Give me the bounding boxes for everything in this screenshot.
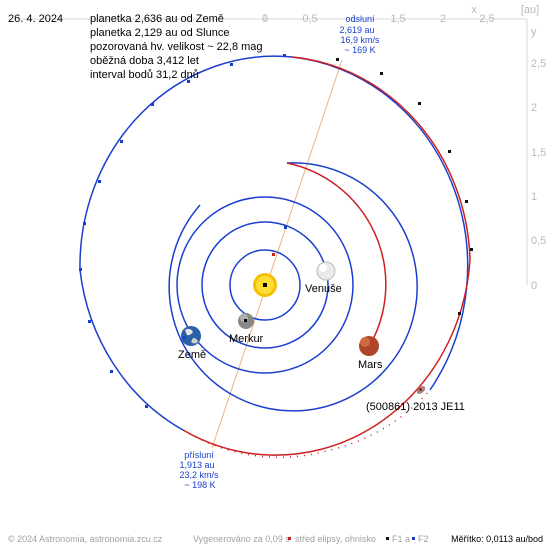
asteroid-orbit-points (79, 54, 286, 408)
footer: © 2024 Astronomia, astronomia.zcu.cz Vyg… (8, 534, 543, 544)
sun-icon (253, 273, 277, 297)
y-tick-0-5: 0,5 (531, 235, 546, 247)
perihelion-speed: 23,2 km/s (179, 470, 219, 480)
ellipse-center-marker (272, 253, 275, 256)
x-tick-2-5: 2,5 (479, 13, 494, 25)
perihelion-temperature: ~ 198 K (184, 480, 215, 490)
asteroid-orbit-dotted (182, 389, 431, 459)
x-tick-0: 0 (262, 13, 268, 25)
axes: 0 0,5 1 1,5 2 2,5 x [au] 2,5 2 1,5 1 0,5… (20, 4, 546, 292)
mercury-icon (238, 313, 254, 329)
info-line-period: oběžná doba 3,412 let (90, 55, 199, 67)
y-tick-2: 2 (531, 102, 537, 114)
info-line-earth-distance: planetka 2,636 au od Země (90, 13, 224, 25)
date-label: 26. 4. 2024 (8, 13, 63, 25)
x-tick-1-5: 1,5 (390, 13, 405, 25)
x-tick-1: 1 (351, 13, 357, 25)
footer-scale: Měřítko: 0,0113 au/bod (451, 534, 543, 544)
y-tick-0: 0 (531, 280, 537, 292)
footer-legend-f1: F1 a (392, 534, 410, 544)
axis-unit-label: [au] (521, 4, 539, 16)
legend-f1-marker (386, 537, 389, 540)
mars-orbit-red (286, 162, 387, 346)
y-axis-label: y (531, 26, 537, 38)
aphelion-speed: 16,9 km/s (340, 35, 380, 45)
mars-orbit-blue (168, 162, 418, 412)
y-tick-2-5: 2,5 (531, 58, 546, 70)
mercury-orbit (229, 249, 301, 321)
asteroid-orbit-red (182, 56, 471, 456)
asteroid-orbit-blue (79, 55, 469, 431)
aphelion-temperature: ~ 169 K (344, 45, 375, 55)
footer-generated: Vygenerováno za 0,09 s (193, 534, 290, 544)
x-tick-2: 2 (440, 13, 446, 25)
venus-label: Venuše (305, 283, 342, 295)
footer-legend-center: střed elipsy, ohnisko (295, 534, 376, 544)
mars-label: Mars (358, 359, 383, 371)
aphelion-distance: 2,619 au (339, 25, 374, 35)
asteroid-label: (500861) 2013 JE11 (366, 401, 465, 413)
mercury-label: Merkur (229, 333, 264, 345)
focus-f2-marker (284, 226, 287, 229)
mars-icon (359, 336, 379, 356)
asteroid-orbit-points-red (336, 58, 473, 315)
legend-center-marker (288, 537, 291, 540)
y-tick-1-5: 1,5 (531, 147, 546, 159)
earth-orbit (176, 196, 354, 374)
footer-legend-f2: F2 (418, 534, 429, 544)
footer-copyright: © 2024 Astronomia, astronomia.zcu.cz (8, 534, 163, 544)
info-line-magnitude: pozorovaná hv. velikost ~ 22,8 mag (90, 41, 263, 53)
x-axis-label: x (471, 4, 477, 16)
earth-icon (181, 326, 201, 346)
apsis-line (211, 59, 343, 449)
venus-icon (316, 261, 336, 281)
x-tick-0-5: 0,5 (302, 13, 317, 25)
aphelion-title: odsluní (345, 14, 375, 24)
perihelion-title: přísluní (184, 450, 214, 460)
earth-label: Země (178, 349, 206, 361)
legend-f2-marker (412, 537, 415, 540)
y-tick-1: 1 (531, 191, 537, 203)
info-line-sun-distance: planetka 2,129 au od Slunce (90, 27, 229, 39)
asteroid-icon (416, 386, 426, 394)
info-line-interval: interval bodů 31,2 dnů (90, 69, 199, 81)
perihelion-distance: 1,913 au (179, 460, 214, 470)
venus-orbit (201, 221, 329, 349)
